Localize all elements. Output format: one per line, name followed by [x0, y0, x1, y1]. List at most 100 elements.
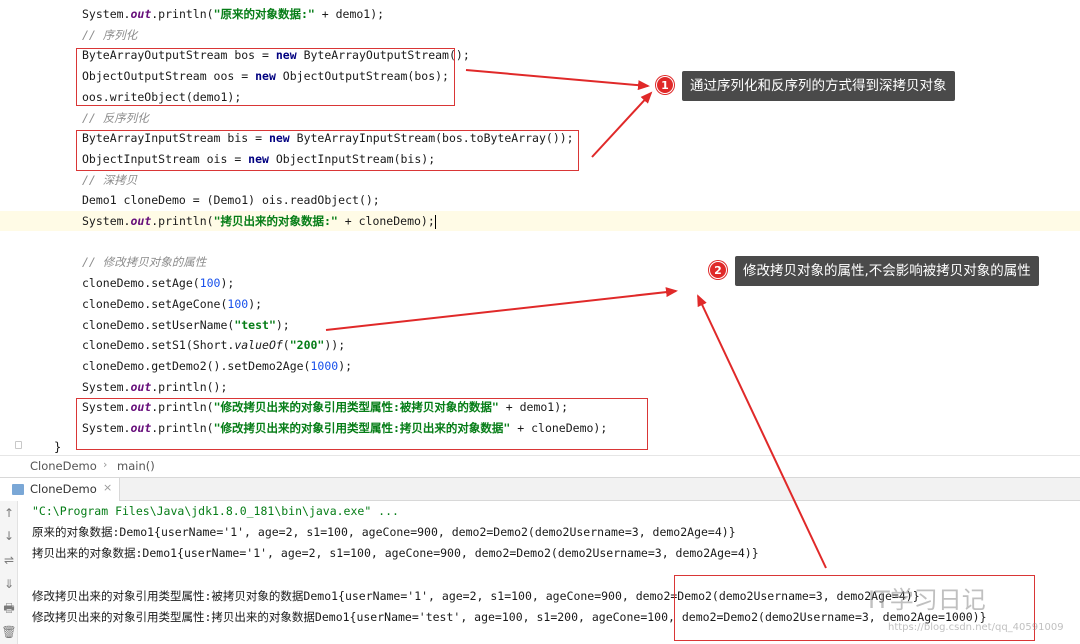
run-console[interactable]: ↑ ↓ ⇌ ⇓ 🖶 🗑 "C:\Program Files\Java\jdk1.… [0, 501, 1080, 644]
code-line[interactable]: System.out.println("原来的对象数据:" + demo1); [0, 4, 1080, 24]
trash-icon[interactable]: 🗑 [1, 625, 17, 639]
code-line[interactable]: cloneDemo.getDemo2().setDemo2Age(1000); [0, 356, 1080, 376]
code-token: .println(); [151, 379, 228, 394]
code-token: ByteArrayOutputStream(); [296, 48, 470, 63]
closing-brace: } [54, 440, 62, 454]
code-text: ByteArrayInputStream bis = new ByteArray… [82, 128, 574, 148]
console-line: 修改拷贝出来的对象引用类型属性:拷贝出来的对象数据Demo1{userName=… [32, 610, 987, 624]
run-tab-label: CloneDemo [30, 482, 97, 496]
code-text: // 反序列化 [82, 108, 149, 128]
code-token: ); [275, 317, 290, 332]
code-text: ObjectOutputStream oos = new ObjectOutpu… [82, 66, 449, 86]
close-icon[interactable]: × [103, 481, 113, 494]
code-token: // 修改拷贝对象的属性 [82, 255, 207, 270]
scroll-down-icon[interactable]: ↓ [3, 529, 15, 543]
code-token: .println( [151, 7, 214, 21]
code-token: ByteArrayInputStream bis = [82, 131, 269, 146]
code-line[interactable]: ObjectInputStream ois = new ObjectInputS… [0, 149, 1080, 169]
code-token: ByteArrayInputStream(bos.toByteArray()); [289, 131, 574, 146]
code-text: // 深拷贝 [82, 170, 137, 190]
code-text: cloneDemo.getDemo2().setDemo2Age(1000); [82, 356, 352, 376]
code-token: ByteArrayOutputStream bos = [82, 48, 276, 63]
code-line[interactable]: System.out.println("修改拷贝出来的对象引用类型属性:被拷贝对… [0, 397, 1080, 417]
code-line[interactable] [0, 232, 1080, 252]
code-line[interactable]: oos.writeObject(demo1); [0, 87, 1080, 107]
scroll-up-icon[interactable]: ↑ [3, 506, 15, 520]
code-token: out [130, 214, 152, 228]
code-line[interactable]: ByteArrayInputStream bis = new ByteArray… [0, 128, 1080, 148]
code-token: .println( [151, 400, 214, 415]
code-token: cloneDemo.setAge( [82, 276, 200, 291]
code-token: .println( [151, 421, 214, 435]
code-line[interactable]: cloneDemo.setS1(Short.valueOf("200")); [0, 335, 1080, 355]
code-text: Demo1 cloneDemo = (Demo1) ois.readObject… [82, 190, 380, 210]
code-token: System. [82, 400, 131, 415]
code-line[interactable]: System.out.println("拷贝出来的对象数据:" + cloneD… [0, 211, 1080, 231]
fold-marker-icon[interactable] [15, 441, 22, 449]
code-line[interactable]: // 修改拷贝对象的属性 [0, 252, 1080, 272]
code-token: 100 [227, 296, 249, 311]
code-token: System. [82, 421, 131, 435]
code-token: new [268, 131, 290, 146]
code-token: out [130, 7, 152, 21]
breadcrumb: CloneDemo › main() [0, 455, 1080, 477]
code-token: "test" [234, 317, 276, 332]
code-token: .println( [151, 214, 214, 228]
print-icon[interactable]: 🖶 [3, 601, 15, 615]
soft-wrap-icon[interactable]: ⇌ [3, 553, 15, 567]
code-token: + demo1); [498, 400, 569, 415]
code-line[interactable]: System.out.println("修改拷贝出来的对象引用类型属性:拷贝出来… [0, 418, 1080, 438]
console-line: "C:\Program Files\Java\jdk1.8.0_181\bin\… [32, 504, 399, 518]
code-text: // 序列化 [82, 25, 137, 45]
code-token: System. [82, 379, 131, 394]
code-editor[interactable]: System.out.println("原来的对象数据:" + demo1); /… [0, 0, 1080, 455]
code-text: System.out.println("修改拷贝出来的对象引用类型属性:被拷贝对… [82, 397, 568, 417]
code-token: + cloneDemo); [510, 421, 608, 435]
callout-2-badge: 2 [709, 261, 727, 279]
code-token: "拷贝出来的对象数据:" [213, 214, 338, 228]
code-token: + demo1); [314, 7, 385, 21]
code-line[interactable]: // 序列化 [0, 25, 1080, 45]
code-line[interactable]: cloneDemo.setUserName("test"); [0, 315, 1080, 335]
code-text: oos.writeObject(demo1); [82, 87, 241, 107]
code-text: cloneDemo.setS1(Short.valueOf("200")); [82, 335, 345, 355]
code-token: new [275, 48, 297, 63]
code-token: Demo1 cloneDemo = (Demo1) ois.readObject… [82, 193, 380, 208]
code-line[interactable]: // 深拷贝 [0, 170, 1080, 190]
code-token: ObjectInputStream ois = [82, 151, 249, 166]
code-token: cloneDemo.setS1(Short. [82, 338, 235, 353]
code-token: valueOf [234, 338, 283, 353]
code-text: ObjectInputStream ois = new ObjectInputS… [82, 149, 435, 169]
code-token: // 序列化 [82, 27, 138, 42]
code-token: // 反序列化 [82, 110, 149, 125]
watermark-url: https://blog.csdn.net/qq_40591009 [888, 622, 1064, 633]
breadcrumb-class[interactable]: CloneDemo [30, 459, 97, 473]
code-token: out [130, 421, 152, 435]
code-line[interactable]: // 反序列化 [0, 108, 1080, 128]
code-token: "200" [289, 338, 325, 353]
code-token: out [130, 379, 152, 394]
console-line: 原来的对象数据:Demo1{userName='1', age=2, s1=10… [32, 525, 736, 540]
code-line[interactable]: System.out.println(); [0, 377, 1080, 397]
code-line[interactable]: ByteArrayOutputStream bos = new ByteArra… [0, 45, 1080, 65]
code-line[interactable]: ObjectOutputStream oos = new ObjectOutpu… [0, 66, 1080, 86]
code-token: 100 [199, 276, 221, 291]
breadcrumb-method[interactable]: main() [117, 459, 155, 473]
code-token: ); [220, 276, 235, 291]
code-text: System.out.println("修改拷贝出来的对象引用类型属性:拷贝出来… [82, 418, 607, 438]
code-token: new [248, 151, 269, 166]
code-text: System.out.println(); [82, 377, 227, 397]
callout-1-badge: 1 [656, 76, 674, 94]
code-text: // 修改拷贝对象的属性 [82, 252, 206, 272]
scroll-to-end-icon[interactable]: ⇓ [3, 577, 15, 591]
breadcrumb-separator: › [103, 458, 108, 471]
text-caret [434, 214, 436, 229]
code-token: "修改拷贝出来的对象引用类型属性:拷贝出来的对象数据" [213, 421, 511, 435]
run-tab-bar: CloneDemo × [0, 477, 1080, 501]
code-line[interactable]: cloneDemo.setAgeCone(100); [0, 294, 1080, 314]
code-token: oos.writeObject(demo1); [82, 89, 242, 104]
run-tab[interactable]: CloneDemo × [0, 478, 120, 501]
code-line[interactable]: cloneDemo.setAge(100); [0, 273, 1080, 293]
code-line[interactable]: Demo1 cloneDemo = (Demo1) ois.readObject… [0, 190, 1080, 210]
code-text: cloneDemo.setUserName("test"); [82, 315, 290, 335]
